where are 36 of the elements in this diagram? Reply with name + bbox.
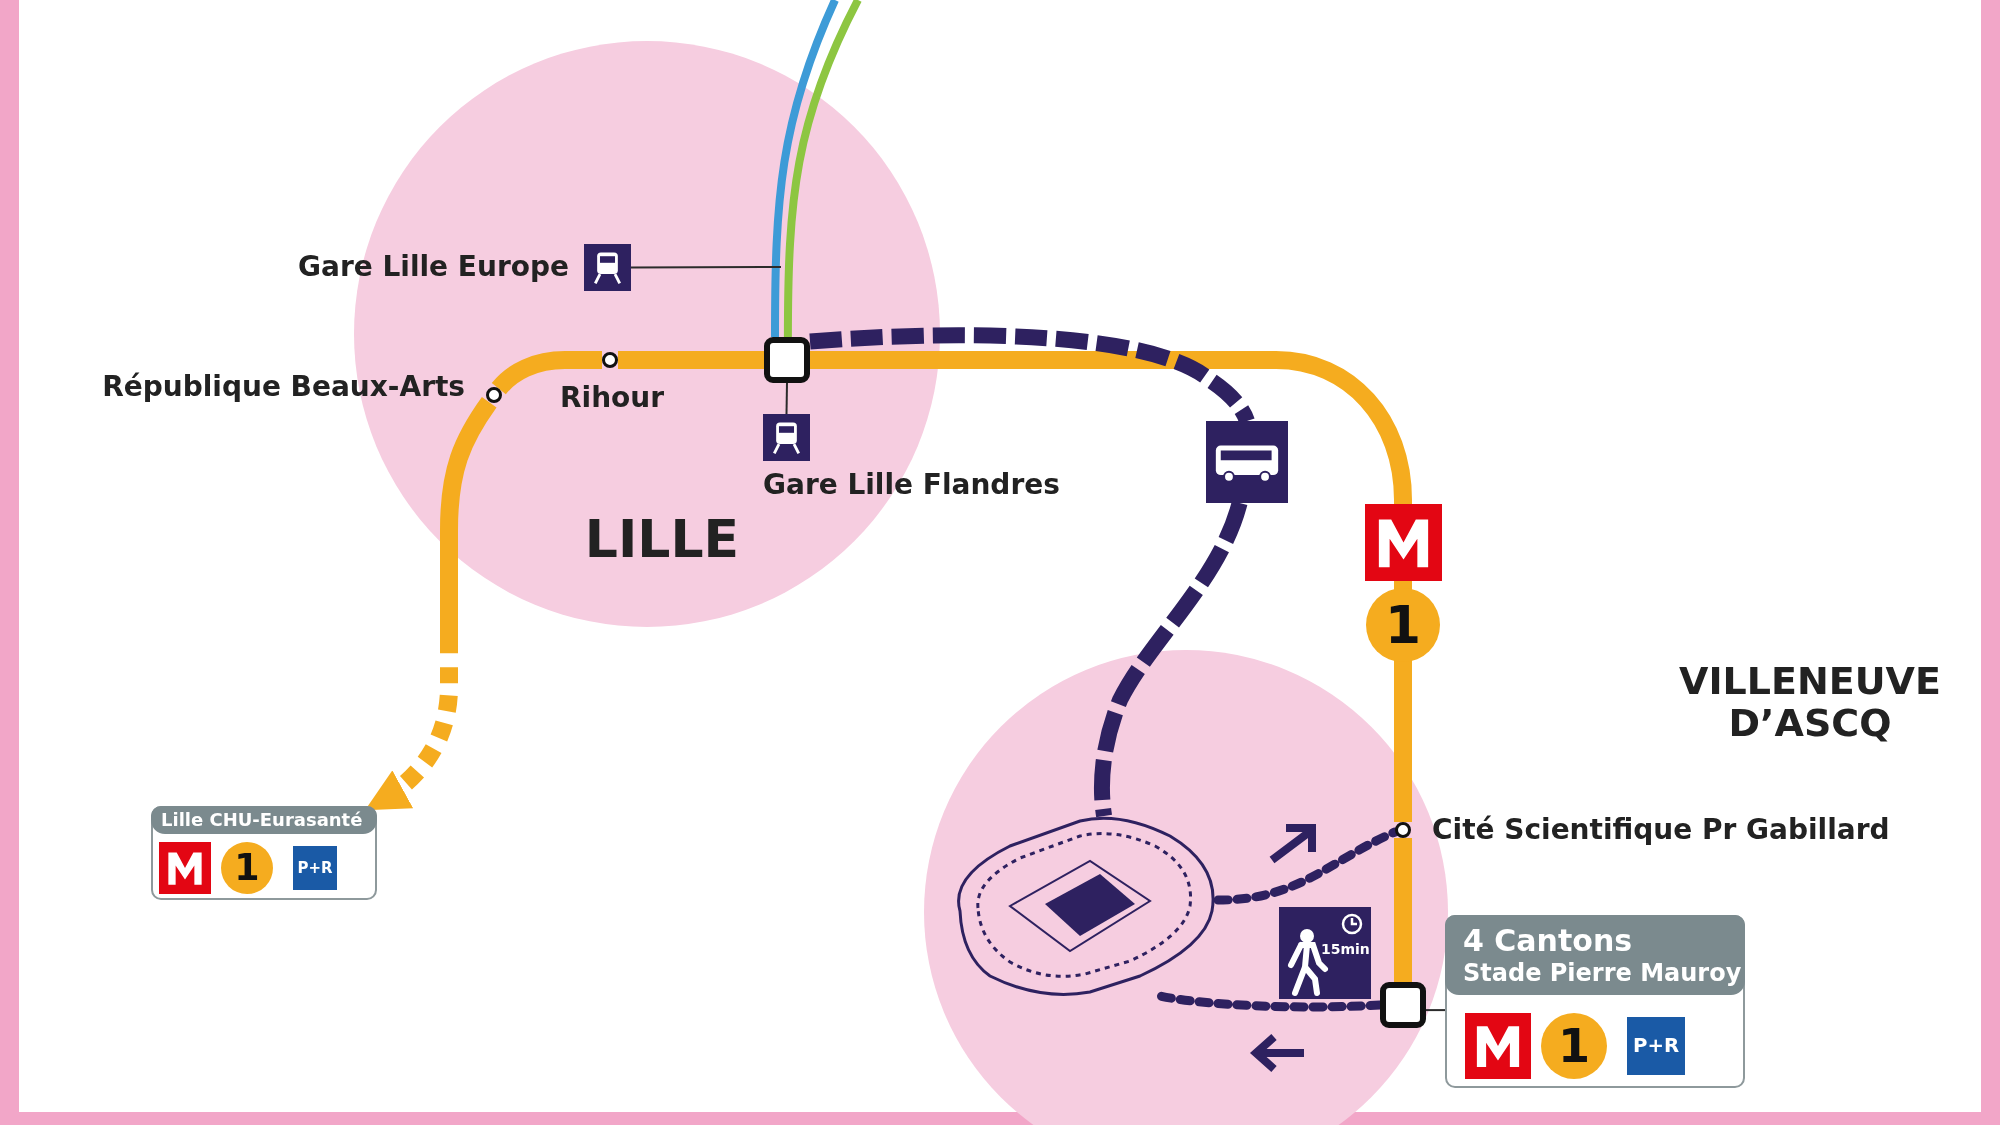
metro-line xyxy=(618,351,764,369)
station-name: Lille CHU-Eurasanté xyxy=(161,809,363,830)
metro-line xyxy=(492,351,602,395)
route-line xyxy=(783,0,862,338)
station-subname: Stade Pierre Mauroy xyxy=(1463,959,1742,987)
connector-line xyxy=(785,382,788,415)
park-and-ride-badge: P+R xyxy=(293,846,337,890)
station-name: 4 Cantons xyxy=(1463,923,1633,958)
train-icon xyxy=(763,414,810,461)
route-line xyxy=(771,0,839,337)
station-dot xyxy=(486,387,502,403)
station-label: Cité Scientifique Pr Gabillard xyxy=(1432,812,1890,848)
connector-line xyxy=(1425,1009,1446,1012)
line-number-badge: 1 xyxy=(1541,1013,1607,1079)
connector-line xyxy=(630,266,782,269)
route-line xyxy=(809,327,1255,424)
station-label: République Beaux-Arts xyxy=(102,369,465,405)
line-number-badge: 1 xyxy=(221,842,273,894)
interchange-marker xyxy=(1380,982,1426,1028)
district-name: VILLENEUVE D’ASCQ xyxy=(1678,660,1942,744)
walking-time-sign xyxy=(1279,907,1371,999)
line-number-badge: 1 xyxy=(1366,588,1440,662)
station-label: Gare Lille Europe xyxy=(298,249,569,285)
interchange-marker xyxy=(764,337,810,383)
station-label: Rihour xyxy=(560,380,665,416)
station-info-box xyxy=(1445,915,1745,1088)
station-dot xyxy=(602,352,618,368)
park-and-ride-badge: P+R xyxy=(1627,1017,1685,1075)
city-name: LILLE xyxy=(583,509,741,569)
bus-icon xyxy=(1206,421,1288,503)
train-icon xyxy=(584,244,631,291)
route-line xyxy=(1093,500,1248,818)
walking-time: 15min xyxy=(1321,941,1370,957)
metro-line xyxy=(1394,838,1412,982)
station-info-box xyxy=(151,806,377,900)
station-label: Gare Lille Flandres xyxy=(763,467,1060,503)
